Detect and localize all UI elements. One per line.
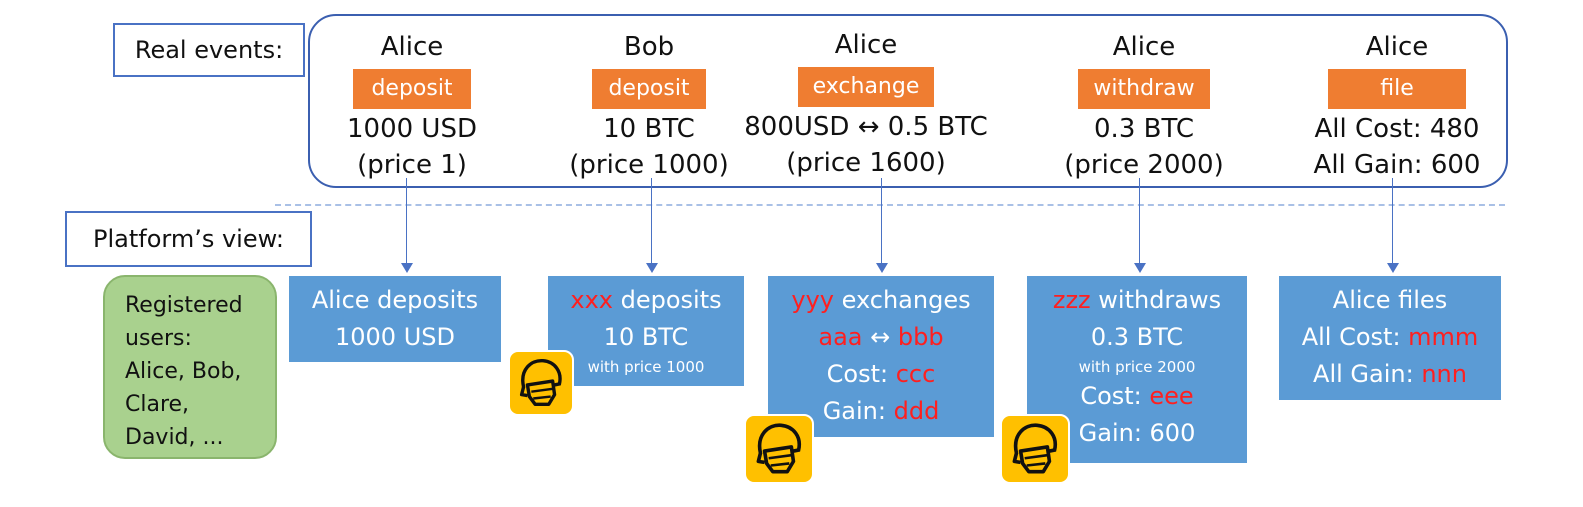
arrow-connector [1392,178,1393,264]
arrow-connector [881,178,882,264]
dashed-divider [275,204,1505,206]
registered-users-line: Registered [125,293,243,318]
registered-users-box: Registered users: Alice, Bob, Clare, Dav… [103,275,277,459]
event-detail: 1000 USD [347,114,477,144]
event-alice-exchange: Alice exchange 800USD ↔ 0.5 BTC (price 1… [736,27,996,181]
exchange-arrow: ↔ [862,323,898,351]
platform-box-line: Gain: ddd [768,393,994,430]
event-actor: Alice [1365,32,1429,62]
cost-label: Cost: [826,360,896,388]
arrow-connector [651,178,652,264]
event-alice-deposit: Alice deposit 1000 USD (price 1) [292,29,532,183]
event-detail: All Cost: 480 [1314,114,1480,144]
arrow-head [646,263,658,273]
platform-box-line: Alice deposits [311,286,479,314]
platform-box-line: All Cost: mmm [1279,319,1501,356]
hidden-gain: ddd [893,397,940,425]
hidden-cost: eee [1149,382,1194,410]
cost-label: All Cost: [1301,323,1409,351]
action-verb: exchanges [834,286,971,314]
arrow-connector [1139,178,1140,264]
platform-view-label: Platform’s view: [65,211,312,267]
event-detail: 0.3 BTC [1094,114,1194,144]
platform-box-line: xxx deposits [548,282,744,319]
event-action-badge: file [1328,69,1466,109]
event-alice-withdraw: Alice withdraw 0.3 BTC (price 2000) [1024,29,1264,183]
hidden-cost: ccc [895,360,936,388]
platform-view-label-text: Platform’s view: [92,225,284,253]
event-action-badge: withdraw [1078,69,1210,109]
real-events-label-text: Real events: [134,36,284,64]
event-detail: (price 2000) [1064,150,1224,180]
masked-face-icon [1000,414,1070,484]
event-action-badge: deposit [592,69,706,109]
platform-box-line: 1000 USD [335,323,455,351]
arrow-head [876,263,888,273]
event-alice-file: Alice file All Cost: 480 All Gain: 600 [1277,29,1517,183]
platform-box-anon-deposit: xxx deposits 10 BTC with price 1000 [548,276,744,386]
arrow-head [1387,263,1399,273]
price-note: with price 2000 [1078,358,1196,376]
registered-users-line: Alice, Bob, [125,359,242,384]
platform-box-alice-deposit: Alice deposits 1000 USD [289,276,501,362]
platform-box-line: Cost: eee [1027,378,1247,415]
hidden-amount: bbb [897,323,944,351]
action-verb: deposits [612,286,722,314]
event-detail: (price 1600) [786,148,946,178]
platform-box-alice-file: Alice files All Cost: mmm All Gain: nnn [1279,276,1501,400]
event-detail: (price 1) [357,150,467,180]
platform-box-line: 0.3 BTC [1090,323,1184,351]
real-events-label: Real events: [113,23,305,77]
platform-box-anon-exchange: yyy exchanges aaa ↔ bbb Cost: ccc Gain: … [768,276,994,437]
registered-users-line: David, ... [125,425,224,450]
price-note: with price 1000 [587,358,705,376]
event-detail: 800USD ↔ 0.5 BTC [744,112,988,142]
registered-users-line: users: [125,326,192,351]
event-detail: (price 1000) [569,150,729,180]
registered-users-line: Clare, [125,392,190,417]
platform-box-line: yyy exchanges [768,282,994,319]
arrow-head [401,263,413,273]
hidden-cost: mmm [1408,323,1479,351]
event-actor: Bob [623,32,675,62]
hidden-actor: zzz [1052,286,1091,314]
platform-box-line: Cost: ccc [768,356,994,393]
hidden-amount: aaa [818,323,863,351]
event-action-badge: deposit [353,69,471,109]
platform-box-line: All Gain: nnn [1279,356,1501,393]
gain-label: Gain: [822,397,894,425]
arrow-head [1134,263,1146,273]
action-verb: withdraws [1090,286,1222,314]
hidden-gain: nnn [1421,360,1467,388]
masked-face-icon [508,350,574,416]
platform-box-anon-withdraw: zzz withdraws 0.3 BTC with price 2000 Co… [1027,276,1247,463]
platform-box-line: zzz withdraws [1027,282,1247,319]
platform-box-line: 10 BTC [603,323,689,351]
real-events-frame [308,14,1508,188]
platform-box-line: aaa ↔ bbb [768,319,994,356]
event-detail: All Gain: 600 [1313,150,1481,180]
hidden-actor: xxx [570,286,613,314]
arrow-connector [406,178,407,264]
gain-label: All Gain: [1313,360,1422,388]
platform-box-line: Alice files [1332,286,1448,314]
event-detail: 10 BTC [603,114,695,144]
event-action-badge: exchange [798,67,934,107]
masked-face-icon [744,414,814,484]
platform-box-line: Gain: 600 [1078,419,1196,447]
cost-label: Cost: [1080,382,1150,410]
event-actor: Alice [1112,32,1176,62]
event-bob-deposit: Bob deposit 10 BTC (price 1000) [529,29,769,183]
event-actor: Alice [834,30,898,60]
event-actor: Alice [380,32,444,62]
hidden-actor: yyy [791,286,834,314]
